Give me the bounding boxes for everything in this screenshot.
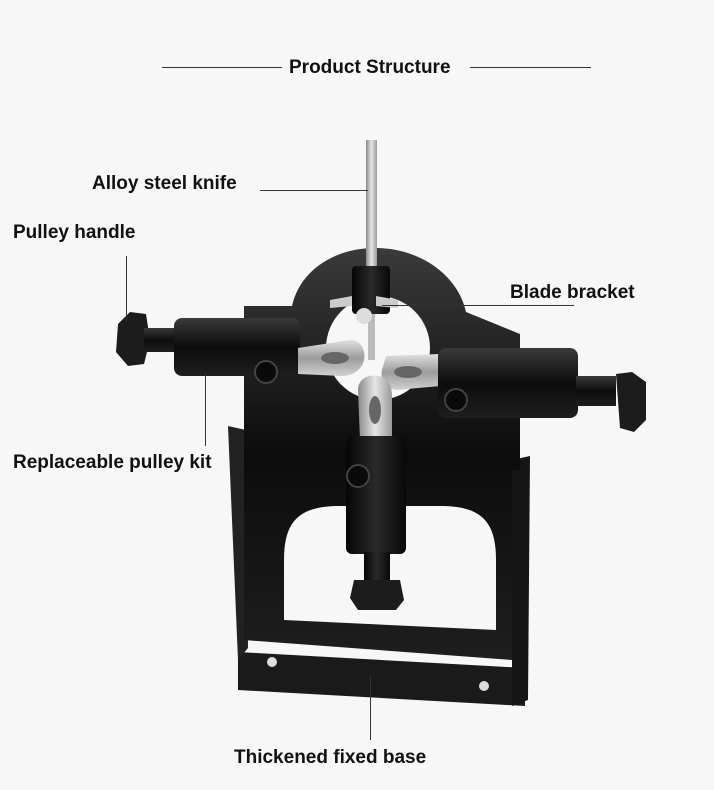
leader-pulley-kit [205, 374, 206, 446]
base-flange [238, 652, 525, 706]
right-shaft [576, 376, 616, 406]
label-thickened-fixed-base: Thickened fixed base [234, 747, 427, 768]
right-handle-nut [616, 372, 646, 432]
right-pulley-body [438, 348, 578, 418]
label-pulley-handle: Pulley handle [13, 222, 136, 243]
left-pulley-body [174, 318, 300, 376]
label-alloy-steel-knife: Alloy steel knife [92, 173, 237, 194]
leader-bracket-h [382, 305, 574, 306]
bottom-roller-slot [369, 396, 381, 424]
label-blade-bracket: Blade bracket [510, 282, 635, 303]
left-set-screw [254, 360, 278, 384]
leader-knife [260, 190, 368, 191]
alloy-steel-knife [366, 140, 377, 300]
title-rule-right [470, 67, 591, 68]
right-roller-slot [394, 366, 422, 378]
bottom-shaft [364, 552, 390, 582]
base-left-wall [228, 426, 248, 660]
left-handle-nut [116, 312, 150, 366]
knife-tip [368, 300, 375, 360]
blade-bracket-block [352, 266, 390, 314]
wing-nut [330, 296, 398, 308]
left-roller-slot [321, 352, 349, 364]
bottom-set-screw [346, 464, 370, 488]
bottom-pulley-body [346, 436, 406, 554]
base-hole-left [267, 657, 277, 667]
leader-handle [126, 256, 127, 322]
base-right-wall [512, 456, 530, 706]
diagram-title: Product Structure [289, 57, 451, 78]
wing-nut-center [356, 308, 372, 324]
leader-base [370, 676, 371, 740]
bottom-handle-nut [350, 580, 404, 610]
base-hole-right [479, 681, 489, 691]
left-shaft [144, 328, 178, 352]
right-set-screw [444, 388, 468, 412]
title-rule-left [162, 67, 282, 68]
label-replaceable-pulley-kit: Replaceable pulley kit [13, 452, 212, 473]
